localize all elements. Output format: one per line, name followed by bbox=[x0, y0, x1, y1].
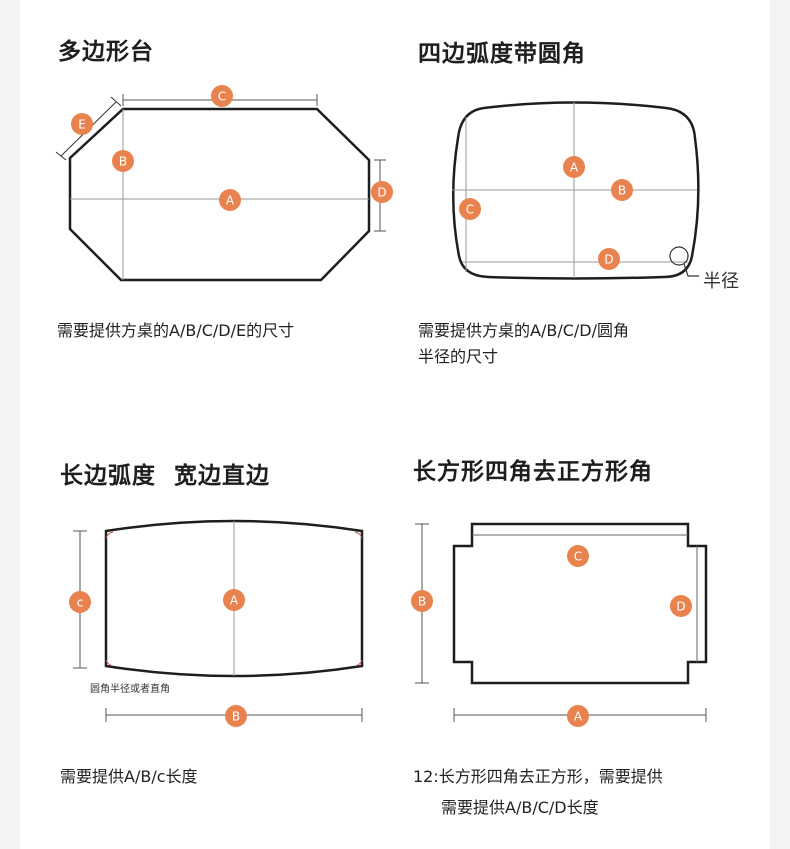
svg-text:C: C bbox=[218, 90, 226, 104]
note-rounded-line2: 半径的尺寸 bbox=[418, 347, 499, 366]
corner-mark-br bbox=[354, 659, 363, 667]
note-polygon: 需要提供方桌的A/B/C/D/E的尺寸 bbox=[57, 321, 295, 340]
corner-mark-tr bbox=[354, 531, 363, 539]
radius-leader-line bbox=[683, 263, 699, 277]
marker-rounded-a: A bbox=[563, 156, 585, 178]
polygon-table-outline bbox=[68, 107, 371, 282]
marker-notched-a: A bbox=[567, 705, 589, 727]
notched-table-diagram bbox=[415, 522, 708, 722]
corner-mark-bl bbox=[105, 659, 114, 667]
section-title-rounded: 四边弧度带圆角 bbox=[418, 41, 586, 67]
marker-arc-a: A bbox=[223, 589, 245, 611]
svg-text:A: A bbox=[226, 194, 235, 208]
polygon-table-diagram bbox=[55, 94, 386, 282]
marker-polygon-a: A bbox=[219, 189, 241, 211]
marker-notched-d: D bbox=[670, 595, 692, 617]
svg-text:C: C bbox=[466, 203, 474, 217]
svg-text:D: D bbox=[604, 253, 613, 267]
note-notched-line2: 需要提供A/B/C/D长度 bbox=[441, 798, 599, 817]
svg-text:c: c bbox=[77, 596, 84, 610]
marker-rounded-c: C bbox=[459, 198, 481, 220]
svg-text:B: B bbox=[418, 595, 426, 609]
radius-indicator-circle bbox=[669, 246, 689, 266]
radius-label: 半径 bbox=[703, 271, 739, 292]
note-arc: 需要提供A/B/c长度 bbox=[60, 767, 198, 786]
rounded-table-diagram bbox=[451, 101, 700, 280]
marker-polygon-b: B bbox=[112, 150, 134, 172]
svg-text:B: B bbox=[618, 184, 626, 198]
svg-text:C: C bbox=[574, 550, 582, 564]
note-rounded-line1: 需要提供方桌的A/B/C/D/圆角 bbox=[418, 321, 629, 340]
marker-notched-c: C bbox=[567, 545, 589, 567]
section-title-notched-rect: 长方形四角去正方形角 bbox=[413, 459, 653, 485]
svg-text:E: E bbox=[78, 118, 86, 132]
svg-text:B: B bbox=[232, 710, 240, 724]
marker-polygon-d: D bbox=[371, 181, 393, 203]
arc-table-diagram bbox=[73, 519, 364, 722]
marker-rounded-b: B bbox=[611, 179, 633, 201]
notched-table-outline bbox=[452, 522, 708, 685]
marker-polygon-c: C bbox=[211, 85, 233, 107]
svg-text:D: D bbox=[676, 600, 685, 614]
marker-arc-c: c bbox=[69, 591, 91, 613]
corner-mark-tl bbox=[105, 531, 114, 539]
marker-rounded-d: D bbox=[598, 248, 620, 270]
section-title-arc-long-edge: 长边弧度 宽边直边 bbox=[60, 463, 271, 489]
svg-text:A: A bbox=[574, 710, 583, 724]
section-title-polygon: 多边形台 bbox=[58, 39, 154, 65]
svg-text:A: A bbox=[570, 161, 579, 175]
svg-text:D: D bbox=[377, 186, 386, 200]
marker-arc-b: B bbox=[225, 705, 247, 727]
note-notched-line1: 12:长方形四角去正方形，需要提供 bbox=[413, 767, 663, 786]
marker-polygon-e: E bbox=[71, 113, 93, 135]
marker-notched-b: B bbox=[411, 590, 433, 612]
corner-radius-note: 圆角半径或者直角 bbox=[90, 684, 170, 695]
svg-text:B: B bbox=[119, 155, 127, 169]
svg-text:A: A bbox=[230, 594, 239, 608]
